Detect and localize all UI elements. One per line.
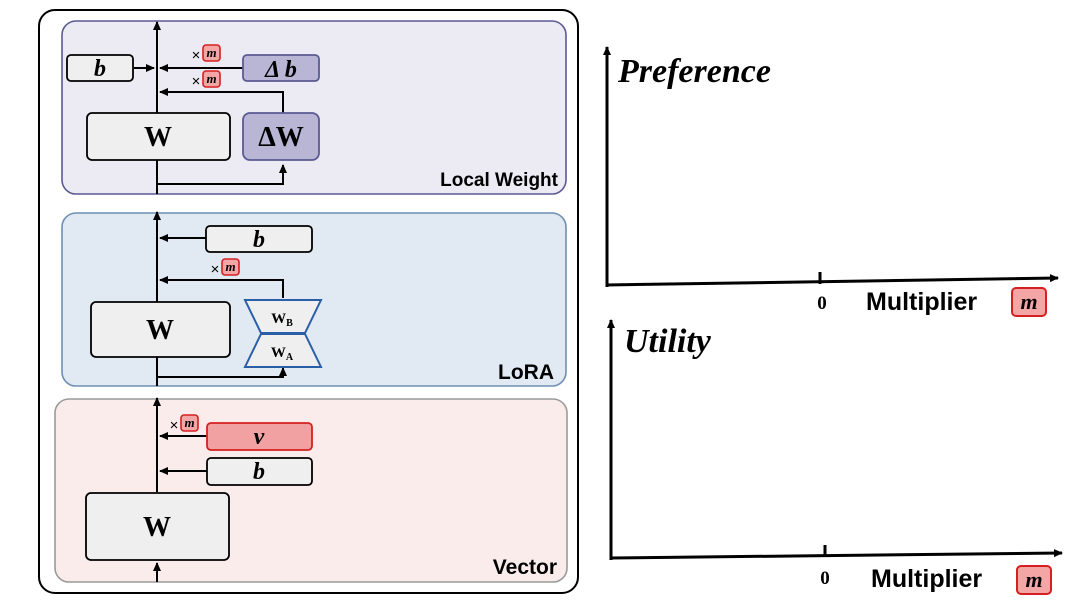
lora-a-trapezoid xyxy=(243,333,323,368)
weight-block xyxy=(90,301,231,358)
multiplier-times: × xyxy=(192,73,201,90)
multiplier-symbol: m xyxy=(1020,289,1037,314)
bias-label: b xyxy=(253,459,265,485)
zero-tick-label: 0 xyxy=(817,293,827,314)
vector-label: v xyxy=(254,424,265,450)
weight-label: W xyxy=(143,512,171,543)
utility-plot: Utility 0 Multiplier m xyxy=(607,319,1063,595)
x-axis xyxy=(605,274,1059,287)
multiplier-times: × xyxy=(170,417,179,434)
vector-panel-label: Vector xyxy=(493,556,557,579)
bias-block xyxy=(205,225,313,253)
multiplier-symbol: m xyxy=(225,259,235,274)
local-weight-background xyxy=(61,20,567,195)
weight-label: W xyxy=(146,315,174,346)
bias-label: b xyxy=(253,227,265,253)
y-axis-label: Utility xyxy=(624,323,712,360)
bias-label: b xyxy=(94,56,106,82)
zero-tick-label: 0 xyxy=(820,568,830,589)
bias-block xyxy=(206,457,313,486)
delta-weight-block xyxy=(242,112,320,161)
lora-b-label: WB xyxy=(271,311,293,329)
preference-plot: Preference 0 Multiplier m xyxy=(603,46,1059,317)
y-axis-label: Preference xyxy=(617,53,771,90)
lora-a-label: WA xyxy=(271,345,294,363)
multiplier-badge: × m xyxy=(211,258,240,278)
weight-block xyxy=(85,492,230,561)
multiplier-symbol: m xyxy=(206,71,216,86)
multiplier-times: × xyxy=(211,261,220,278)
delta-bias-label: Δ b xyxy=(264,57,297,83)
multiplier-times: × xyxy=(192,47,201,64)
multiplier-symbol: m xyxy=(206,45,216,60)
vector-panel: v b W × m Vector xyxy=(54,397,568,583)
multiplier-symbol: m xyxy=(1025,567,1042,592)
bias-block xyxy=(66,54,134,82)
multiplier-badge: × m xyxy=(170,414,199,434)
x-axis-label: Multiplier xyxy=(866,288,977,316)
delta-weight-label: ΔW xyxy=(258,122,304,153)
multiplier-badge: × m xyxy=(192,70,221,90)
multiplier-symbol: m xyxy=(184,415,194,430)
multiplier-badge: × m xyxy=(192,44,221,64)
multiplier-badge: m xyxy=(1011,287,1047,317)
delta-bias-block xyxy=(242,54,320,82)
weight-block xyxy=(86,112,231,161)
local-weight-panel: b Δ b W ΔW × m × m Local Weight xyxy=(61,20,567,195)
lora-label: LoRA xyxy=(498,361,554,384)
multiplier-badge: m xyxy=(1016,565,1052,595)
x-axis xyxy=(609,549,1063,560)
local-weight-label: Local Weight xyxy=(440,170,559,191)
weight-label: W xyxy=(144,122,172,153)
vector-block xyxy=(206,422,313,451)
lora-panel: b W WB WA × m LoRA xyxy=(61,211,567,387)
x-axis-label: Multiplier xyxy=(871,565,982,593)
